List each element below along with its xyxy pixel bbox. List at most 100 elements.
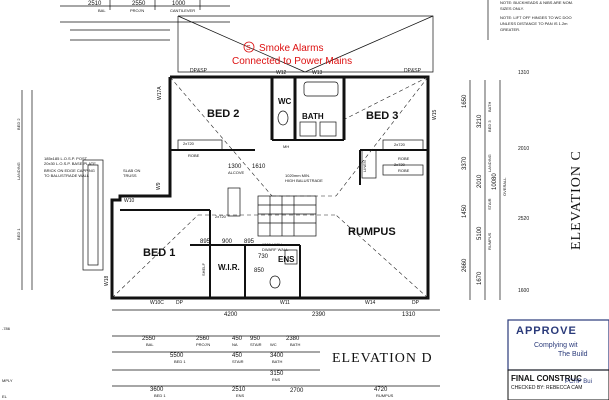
label-w10c: W10C	[150, 300, 164, 306]
stamp-small: PCHP Bui	[565, 379, 592, 385]
bottom-label-ens-b: ENS	[236, 393, 245, 398]
bottom-dim-3150: 3150	[270, 371, 284, 377]
dim-900: 900	[222, 239, 233, 245]
dim-895-b: 895	[244, 239, 255, 245]
right-dim-3210: 3210	[477, 114, 483, 128]
dim-730: 730	[258, 254, 269, 260]
note-line-4: UNLESS DISTANCE TO PAN IS 1.2m	[500, 21, 568, 26]
bottom-label-ens: ENS	[272, 377, 281, 382]
room-bed3: BED 3	[366, 110, 398, 122]
room-robe-bed3: ROBE	[398, 156, 410, 161]
top-dim-1: 2510	[88, 1, 102, 7]
bottom-dim-1310: 1310	[402, 312, 416, 318]
label-w15: W15	[432, 110, 438, 121]
label-w18: W18	[104, 276, 110, 287]
room-labels: BED 2 WC BATH BED 3 BED 1 W.I.R. ENS RUM…	[143, 97, 410, 276]
bottom-dim-2390: 2390	[312, 312, 326, 318]
right-dim-1650: 1650	[462, 94, 468, 108]
label-w14: W14	[365, 300, 376, 306]
dwarf-wall-2: DWARF WALL	[262, 247, 289, 252]
side-number-3: 2520	[518, 216, 529, 222]
bottom-label-bath: BATH	[290, 342, 300, 347]
dim-895-a: 895	[200, 239, 211, 245]
side-number-1: 1310	[518, 70, 529, 76]
bottom-label-bath-b: BATH	[272, 359, 282, 364]
bottom-dim-2380: 2380	[286, 336, 300, 342]
bottom-dim-950: 950	[250, 336, 261, 342]
dim-2x720-d: 2x720	[215, 214, 227, 219]
note-line-5: GREATER.	[500, 27, 520, 32]
roof-outline	[177, 15, 434, 73]
left-edge-786: -786	[2, 326, 11, 331]
bottom-label-stair: STAIR	[250, 342, 262, 347]
general-notes: NOTE: BUCKHEADS & NIBS ARE NOM. SIZES ON…	[487, 0, 573, 40]
balustrade-1: 1020mm MIN.	[285, 173, 310, 178]
label-dp-right: DP	[412, 300, 420, 306]
bottom-dim-2550: 2550	[142, 336, 156, 342]
right-dim-2010: 2010	[477, 174, 483, 188]
right-label-bed3: BED 3	[487, 120, 492, 132]
brick-note-1: BRICK ON EDGE CAPPING	[44, 168, 95, 173]
approved-line-1: Complying wit	[534, 342, 578, 349]
label-w13: W13	[312, 70, 323, 76]
room-robe-bed2: ROBE	[188, 153, 200, 158]
room-ens: ENS	[278, 255, 295, 264]
room-linen: LINEN	[362, 160, 367, 172]
left-edge-mply: MPLY	[2, 378, 13, 383]
right-label-rumpus: RUMPUS	[487, 232, 492, 250]
room-wir: W.I.R.	[218, 263, 240, 272]
room-shelf: SHELF	[201, 263, 206, 276]
left-label-bed2: BED 2	[16, 118, 21, 130]
right-dim-1450: 1450	[462, 204, 468, 218]
room-rumpus: RUMPUS	[348, 226, 396, 238]
bottom-dim-3400: 3400	[270, 353, 284, 359]
smoke-alarm-note: S Smoke Alarms Connected to Power Mains	[232, 41, 352, 67]
right-dim-3370: 3370	[462, 156, 468, 170]
side-number-2: 2010	[518, 146, 529, 152]
label-w10: W10	[124, 198, 135, 204]
final-construction: FINAL CONSTRUC	[511, 374, 582, 383]
dim-1300: 1300	[228, 164, 242, 170]
left-label-bed1: BED 1	[16, 228, 21, 240]
right-dim-10080: 10080	[492, 173, 498, 190]
bottom-dim-450: 450	[232, 336, 243, 342]
approved-line-2: The Build	[558, 351, 588, 358]
elevation-d-label: ELEVATION D	[332, 351, 433, 366]
right-label-bath: BATH	[487, 102, 492, 112]
bottom-label-bed1: BED 1	[174, 359, 186, 364]
bottom-dim-2700: 2700	[290, 388, 304, 394]
bottom-label-stair-b: STAIR	[232, 359, 244, 364]
balustrade-2: HIGH BALUSTRADE	[285, 178, 323, 183]
label-dp-left: DP	[176, 300, 184, 306]
top-dimension-strip: 2510 2550 1000 BAL PROJ'N CANTILEVER	[60, 0, 230, 41]
top-dim-label-3: CANTILEVER	[170, 8, 195, 13]
bottom-label-rumpus: RUMPUS	[376, 393, 394, 398]
bottom-dimension-strip: 4200 2390 1310 2550 2560 450 950 2380 BA…	[112, 309, 440, 398]
bottom-dim-4200: 4200	[224, 312, 238, 318]
top-dim-label-2: PROJ'N	[130, 8, 144, 13]
right-label-landing: LANDING	[487, 154, 492, 172]
room-mh: MH	[283, 144, 289, 149]
plan-annotations: 185x185 L.O.S.P. POST 20x30 L.O.S.P. BAS…	[44, 141, 406, 274]
dim-2x720-a: 2x720	[183, 141, 195, 146]
right-dim-5100: 5100	[477, 226, 483, 240]
room-bath: BATH	[302, 112, 324, 121]
bottom-label-projn: PROJ'N	[196, 342, 210, 347]
top-dim-3: 1000	[172, 1, 186, 7]
smoke-alarm-icon	[243, 41, 255, 53]
bottom-label-bed1-b: BED 1	[154, 393, 166, 398]
elevation-c-label: ELEVATION C	[569, 150, 584, 250]
roof-hip-lines	[111, 76, 429, 299]
right-label-stair: STAIR	[487, 198, 492, 210]
bottom-dim-450b: 450	[232, 353, 243, 359]
bottom-dim-2560: 2560	[196, 336, 210, 342]
room-bed2: BED 2	[207, 108, 239, 120]
post-note-2: 20x30 L.O.S.P. BASE PLATE	[44, 161, 96, 166]
bottom-label-wc: WC	[270, 342, 277, 347]
smoke-alarm-line-2: Connected to Power Mains	[232, 56, 352, 67]
label-w9: W9	[156, 182, 162, 190]
smoke-alarm-line-1: Smoke Alarms	[259, 43, 323, 54]
note-line-1: NOTE: BUCKHEADS & NIBS ARE NOM.	[500, 0, 573, 5]
left-label-landing: LANDING	[16, 162, 21, 180]
approved-title: APPROVE	[516, 325, 577, 337]
